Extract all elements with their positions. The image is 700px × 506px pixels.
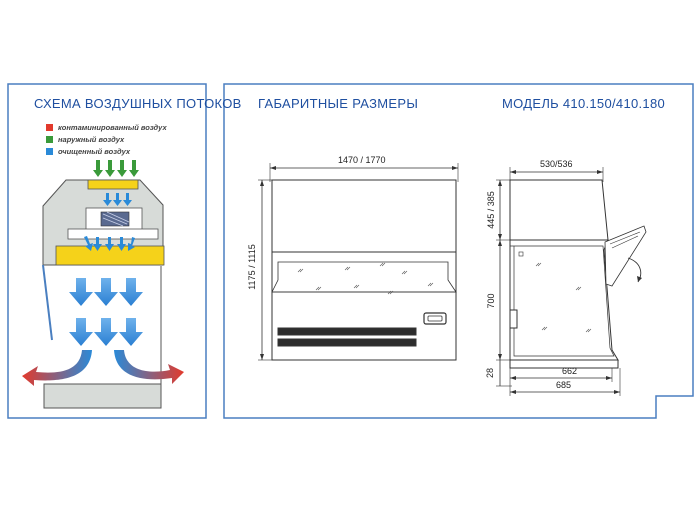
front-width-label: 1470 / 1770 [338,155,386,165]
airflow-scheme [22,160,184,409]
front-grille-1 [277,327,417,336]
side-base [509,359,619,369]
legend-swatch-contaminated [46,124,53,131]
front-view [258,163,459,361]
legend-label-outside: наружный воздух [58,135,125,144]
clean-air-arrows-filter [84,236,135,251]
front-grille-2 [277,338,417,347]
side-upper-body [509,179,609,241]
front-control-panel [423,312,447,325]
top-filter [87,179,139,190]
front-top-block [271,179,457,253]
exhaust-arrow-left [22,350,92,386]
downflow-arrows [69,278,143,346]
legend-swatch-clean [46,148,53,155]
exhaust-arrow-right [114,350,184,384]
front-height-label: 1175 / 1115 [247,244,257,290]
model-title: МОДЕЛЬ 410.150/410.180 [502,96,665,111]
clean-air-arrows-top [103,193,132,206]
airflow-title: СХЕМА ВОЗДУШНЫХ ПОТОКОВ [34,96,242,111]
legend-label-contaminated: контаминированный воздух [58,123,167,132]
legend-label-clean: очищенный воздух [58,147,131,156]
work-surface [43,383,162,409]
front-body [271,251,457,361]
side-inner-width-label: 662 [562,366,578,376]
side-middle-label: 700 [486,293,496,309]
side-open-sash [604,225,647,287]
sash-line [42,264,53,341]
side-base-label: 28 [485,368,495,379]
outside-air-arrows [93,160,139,177]
dimensions-title: ГАБАРИТНЫЕ РАЗМЕРЫ [258,96,419,111]
side-outer-width-label: 685 [556,380,572,390]
side-lower-body [509,239,619,361]
side-upper-label: 445 / 385 [486,191,496,229]
front-glass [271,261,457,293]
hepa-filter [67,228,159,240]
side-top-label: 530/536 [540,159,573,169]
side-hinge [509,309,518,329]
side-view [496,167,647,396]
left-panel-frame [7,83,207,419]
right-panel-frame [223,83,694,419]
legend-swatch-outside [46,136,53,143]
